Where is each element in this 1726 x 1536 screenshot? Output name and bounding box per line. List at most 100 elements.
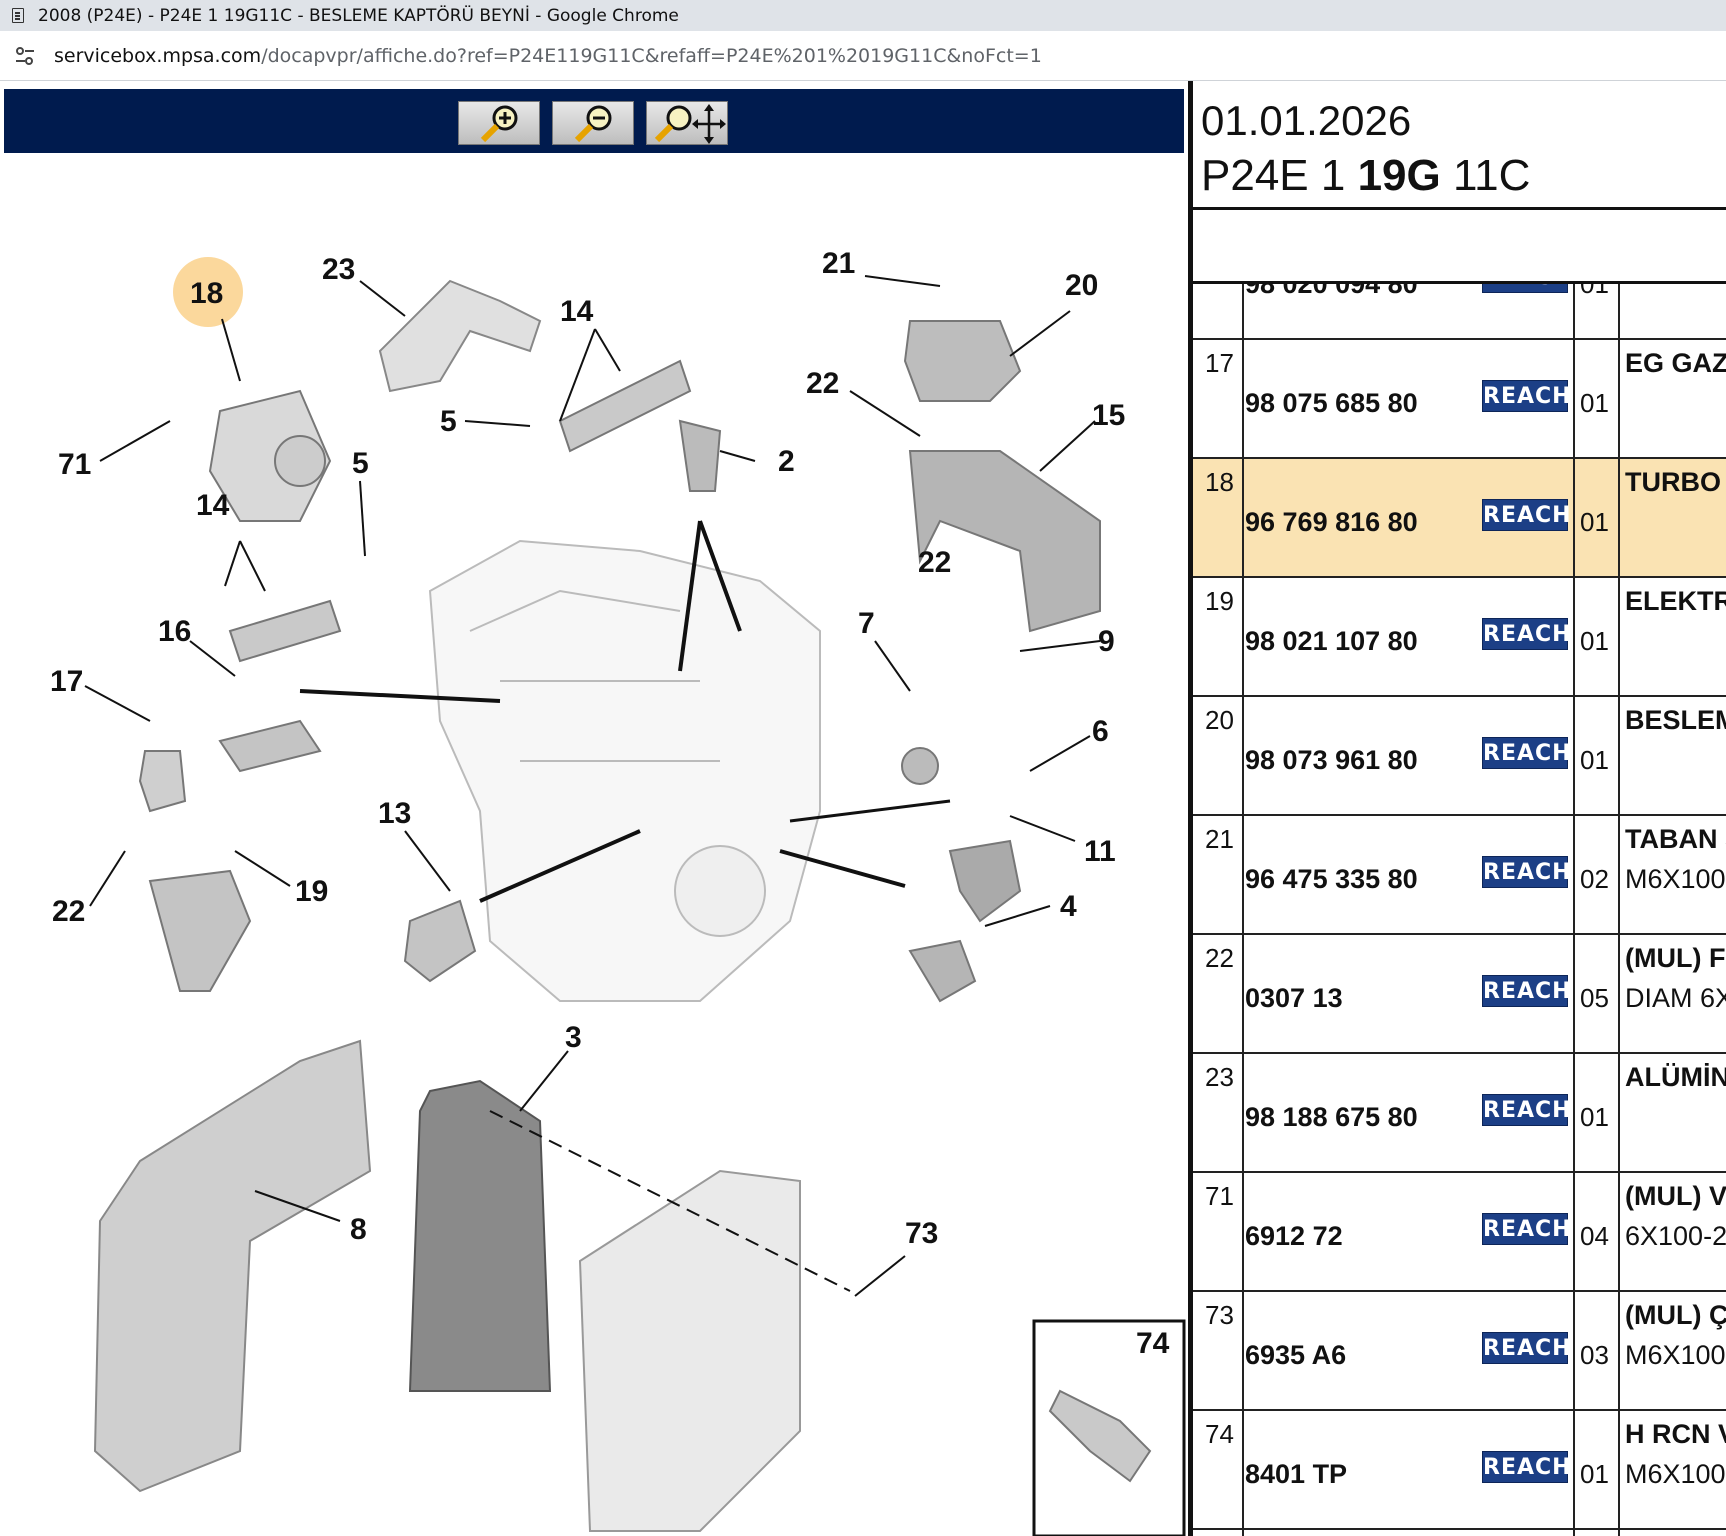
reach-badge[interactable]: REACH: [1482, 856, 1571, 888]
parts-table: 1698 020 094 80REACH01VAKUML1798 075 685…: [1193, 284, 1726, 1536]
row-quantity: 01: [1580, 626, 1609, 656]
row-description-detail: 6X100-2: [1625, 1221, 1726, 1251]
part-19-bracket: [148, 869, 252, 992]
panel-reference: P24E 1 19G 11C: [1201, 151, 1530, 201]
part-13-sensor: [403, 899, 477, 983]
row-index: 18: [1205, 467, 1234, 497]
callout-label: 22: [52, 895, 85, 928]
part-number: 8401 TP: [1245, 1459, 1348, 1489]
reach-badge[interactable]: REACH: [1482, 499, 1571, 531]
zoom-pan-icon: [654, 104, 726, 144]
zoom-out-icon: [574, 105, 612, 143]
callout-label: 74: [1136, 1327, 1170, 1360]
callout-label: 3: [565, 1021, 582, 1054]
callout-label: 14: [560, 295, 594, 328]
callout-label: 16: [158, 615, 191, 648]
part-ecu: [578, 1169, 801, 1532]
row-description: ELEKTR: [1625, 586, 1726, 616]
row-index: 71: [1205, 1181, 1234, 1211]
reach-badge[interactable]: REACH: [1482, 284, 1571, 293]
row-quantity: 01: [1580, 388, 1609, 418]
table-row[interactable]: 19 98 021 107 80 REACH 01 ELEKTR: [1193, 578, 1726, 697]
row-description-detail: M6X100: [1625, 1340, 1726, 1370]
reach-badge[interactable]: REACH: [1482, 380, 1571, 412]
row-index: 19: [1205, 586, 1234, 616]
panel-divider: [1193, 281, 1726, 284]
part-18-turbo: [208, 389, 332, 522]
site-settings-icon[interactable]: [14, 45, 36, 67]
row-description: TURBO: [1625, 467, 1721, 497]
row-index: 23: [1205, 1062, 1234, 1092]
exploded-parts-diagram: 18 23 14 21 20 22 15 71 5 2 14 5 16 17 7…: [50, 247, 1186, 1536]
row-index: 73: [1205, 1300, 1234, 1330]
part-15-bracket: [908, 450, 1101, 633]
row-description: (MUL) Ç: [1625, 1300, 1726, 1330]
table-row[interactable]: 1698 020 094 80REACH01VAKUML: [1193, 284, 1726, 340]
callout-label: 6: [1092, 715, 1109, 748]
row-description-detail: M6X100: [1625, 864, 1726, 894]
zoom-pan-button[interactable]: [646, 101, 728, 145]
zoom-in-button[interactable]: [458, 101, 540, 145]
reach-badge[interactable]: REACH: [1482, 618, 1571, 650]
engine-block: [428, 539, 821, 1002]
callout-label: 21: [822, 247, 855, 280]
column-divider: [1618, 284, 1620, 1536]
callout-label: 20: [1065, 269, 1098, 302]
part-number: 98 075 685 80: [1245, 388, 1418, 418]
zoom-in-icon: [480, 105, 518, 143]
reach-badge[interactable]: REACH: [1482, 737, 1571, 769]
callout-label: 17: [50, 665, 83, 698]
row-description: EG GAZ: [1625, 348, 1726, 378]
reach-badge[interactable]: REACH: [1482, 975, 1571, 1007]
row-description: H RCN V: [1625, 1419, 1726, 1449]
row-quantity: 01: [1580, 507, 1609, 537]
part-4-sensor: [908, 939, 977, 1003]
row-quantity: 01: [1580, 745, 1609, 775]
part-23-pipe: [378, 279, 542, 393]
reach-badge[interactable]: REACH: [1482, 1451, 1571, 1483]
callout-label: 4: [1060, 890, 1077, 923]
part-2-sensor: [678, 419, 722, 492]
callout-label: 15: [1092, 399, 1125, 432]
callout-label: 18: [190, 277, 223, 310]
row-quantity: 03: [1580, 1340, 1609, 1370]
column-divider: [1242, 284, 1244, 1536]
address-bar[interactable]: servicebox.mpsa.com/docapvpr/affiche.do?…: [0, 31, 1726, 81]
part-3-plate: [408, 1079, 552, 1392]
callout-highlight: [173, 257, 243, 327]
part-number: 98 020 094 80: [1245, 284, 1418, 299]
part-number: 6935 A6: [1245, 1340, 1347, 1370]
table-row[interactable]: 17 98 075 685 80 REACH 01 EG GAZ: [1193, 340, 1726, 459]
table-row[interactable]: 73 6935 A6 REACH 03 (MUL) Ç M6X100: [1193, 1292, 1726, 1411]
row-index: 74: [1205, 1419, 1234, 1449]
part-number: 98 073 961 80: [1245, 745, 1418, 775]
callout-label: 71: [58, 448, 91, 481]
zoom-toolbar: [4, 89, 1184, 153]
zoom-out-button[interactable]: [552, 101, 634, 145]
callout-label: 13: [378, 797, 411, 830]
reach-badge[interactable]: REACH: [1482, 1332, 1571, 1364]
row-quantity: 05: [1580, 983, 1609, 1013]
callout-label: 7: [858, 607, 875, 640]
row-quantity: 01: [1580, 1102, 1609, 1132]
url-text[interactable]: servicebox.mpsa.com/docapvpr/affiche.do?…: [54, 45, 1042, 67]
callout-label: 23: [322, 253, 355, 286]
callout-label: 14: [196, 489, 230, 522]
row-description: BESLEM: [1625, 705, 1726, 735]
reach-badge[interactable]: REACH: [1482, 1213, 1571, 1245]
engine-pulley: [674, 845, 766, 937]
callout-label: 2: [778, 445, 795, 478]
part-number: 98 021 107 80: [1245, 626, 1418, 656]
part-11-sensor: [948, 839, 1022, 923]
panel-divider: [1193, 207, 1726, 210]
row-index: 21: [1205, 824, 1234, 854]
reach-badge[interactable]: REACH: [1482, 1094, 1571, 1126]
row-index: 17: [1205, 348, 1234, 378]
